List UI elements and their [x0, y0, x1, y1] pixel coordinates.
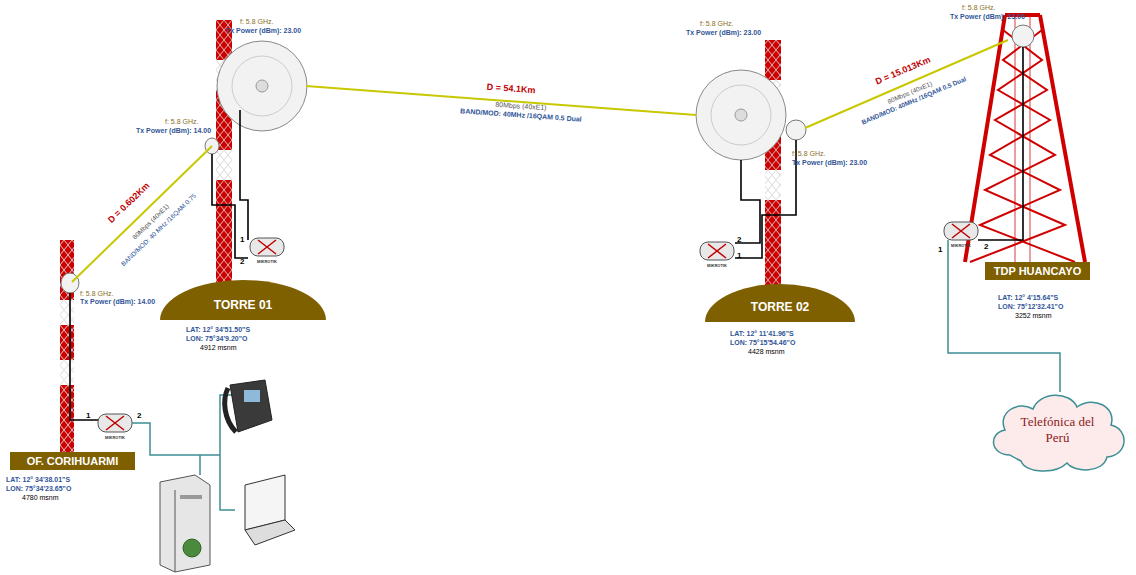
- longitude-label: LON: 75°15'54.46"O: [730, 339, 795, 346]
- site-name: OF. CORIHUARMI: [27, 455, 119, 467]
- server-icon: [160, 475, 210, 572]
- phone-icon: [225, 380, 272, 432]
- router-name: MIKROTIK: [707, 264, 727, 268]
- tower-tdp: [965, 15, 1085, 262]
- latitude-label: LAT: 12° 34'38.01"S: [6, 476, 70, 483]
- tx-power-label: Tx Power (dBm): 14.00: [80, 298, 155, 305]
- router-name: MIKROTIK: [257, 260, 277, 264]
- latitude-label: LAT: 12° 4'15.64"S: [998, 294, 1058, 301]
- port-number: 1: [938, 246, 942, 254]
- port-number: 2: [737, 236, 741, 244]
- mast-torre01: [205, 20, 307, 285]
- site-name: TDP HUANCAYO: [994, 265, 1081, 277]
- router-name: MIKROTIK: [105, 436, 125, 440]
- latitude-label: LAT: 12° 34'51.50"S: [186, 326, 250, 333]
- port-number: 2: [240, 258, 244, 266]
- frequency-label: f: 5.8 GHz.: [962, 4, 995, 11]
- provider-cloud: Telefónica del Perú: [985, 385, 1130, 475]
- distance-label: D = 15.013Km: [874, 55, 932, 86]
- distance-label: D = 54.1Km: [486, 82, 535, 94]
- router-symbols: [98, 222, 978, 432]
- longitude-label: LON: 75°34'23.65"O: [6, 485, 71, 492]
- site-mound: TORRE 02: [705, 284, 855, 322]
- radio-link: [805, 40, 1008, 128]
- latitude-label: LAT: 12° 11'41.96"S: [730, 330, 794, 337]
- frequency-label: f: 5.8 GHz.: [165, 118, 198, 125]
- port-number: 1: [737, 252, 741, 260]
- longitude-label: LON: 75°12'32.41"O: [998, 303, 1063, 310]
- altitude-label: 3252 msnm: [1015, 312, 1052, 319]
- altitude-label: 4780 msnm: [22, 494, 59, 501]
- mast-torre02: [696, 40, 806, 290]
- port-number: 2: [137, 412, 141, 420]
- altitude-label: 4428 msnm: [748, 348, 785, 355]
- router-name: MIKROTIK: [951, 244, 971, 248]
- tx-power-label: Tx Power (dBm): 23.00: [226, 27, 301, 34]
- radio-link: [72, 146, 212, 282]
- tx-power-label: Tx Power (dBm): 23.00: [792, 159, 867, 166]
- site-name: Telefónica del Perú: [1013, 414, 1103, 446]
- port-number: 1: [240, 236, 244, 244]
- site-name: TORRE 02: [751, 300, 809, 314]
- site-name: TORRE 01: [214, 298, 272, 312]
- frequency-label: f: 5.8 GHz.: [792, 150, 825, 157]
- longitude-label: LON: 75°34'9.20"O: [186, 335, 247, 342]
- frequency-label: f: 5.8 GHz.: [700, 20, 733, 27]
- altitude-label: 4912 msnm: [200, 344, 237, 351]
- tx-power-label: Tx Power (dBm): 14.00: [136, 127, 211, 134]
- port-number: 2: [984, 243, 988, 251]
- laptop-icon: [245, 475, 295, 545]
- frequency-label: f: 5.8 GHz.: [80, 290, 113, 297]
- tx-power-label: Tx Power (dBm): 23.00: [950, 13, 1025, 20]
- site-mound: TORRE 01: [160, 280, 326, 320]
- site-band: OF. CORIHUARMI: [10, 452, 135, 470]
- site-band: TDP HUANCAYO: [985, 262, 1090, 280]
- distance-label: D = 0.602Km: [107, 181, 152, 225]
- frequency-label: f: 5.8 GHz.: [240, 18, 273, 25]
- tx-power-label: Tx Power (dBm): 23.00: [686, 29, 761, 36]
- port-number: 1: [86, 412, 90, 420]
